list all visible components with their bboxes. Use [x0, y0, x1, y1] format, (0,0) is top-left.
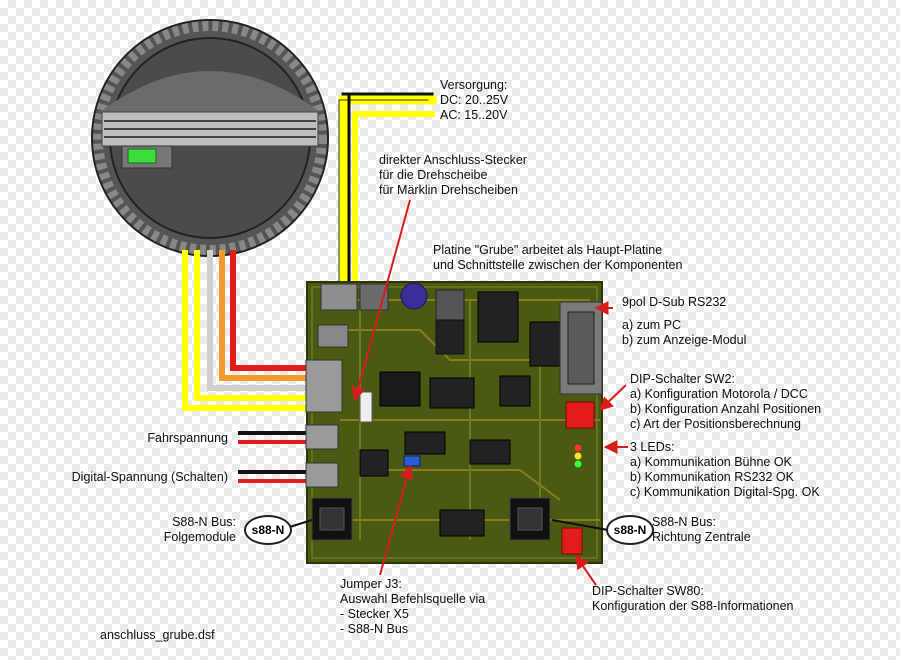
s88-left-label: S88-N Bus:Folgemodule — [163, 515, 236, 544]
voltage-wires — [238, 431, 310, 483]
dip-sw80-label: DIP-Schalter SW80:Konfiguration der S88-… — [592, 584, 794, 613]
pcb-board — [305, 281, 603, 564]
turntable-icon — [91, 19, 329, 257]
turntable-cable — [182, 250, 310, 411]
platine-label: Platine "Grube" arbeitet als Haupt-Plati… — [433, 243, 683, 272]
digital-label: Digital-Spannung (Schalten) — [71, 470, 228, 484]
s88-right-label: S88-N Bus:Richtung Zentrale — [652, 515, 751, 544]
s88-right-link — [551, 519, 609, 531]
s88-right-badge: s88-N — [606, 515, 654, 545]
dip-sw2-label: DIP-Schalter SW2:a) Konfiguration Motoro… — [630, 372, 822, 431]
annotation-arrows — [351, 199, 628, 586]
jumper-label: Jumper J3:Auswahl Befehlsquelle via- Ste… — [340, 577, 486, 636]
filename-label: anschluss_grube.dsf — [100, 628, 215, 642]
s88-left-badge: s88-N — [244, 515, 292, 545]
fahrspannung-label: Fahrspannung — [147, 431, 228, 445]
supply-wires — [338, 92, 437, 290]
